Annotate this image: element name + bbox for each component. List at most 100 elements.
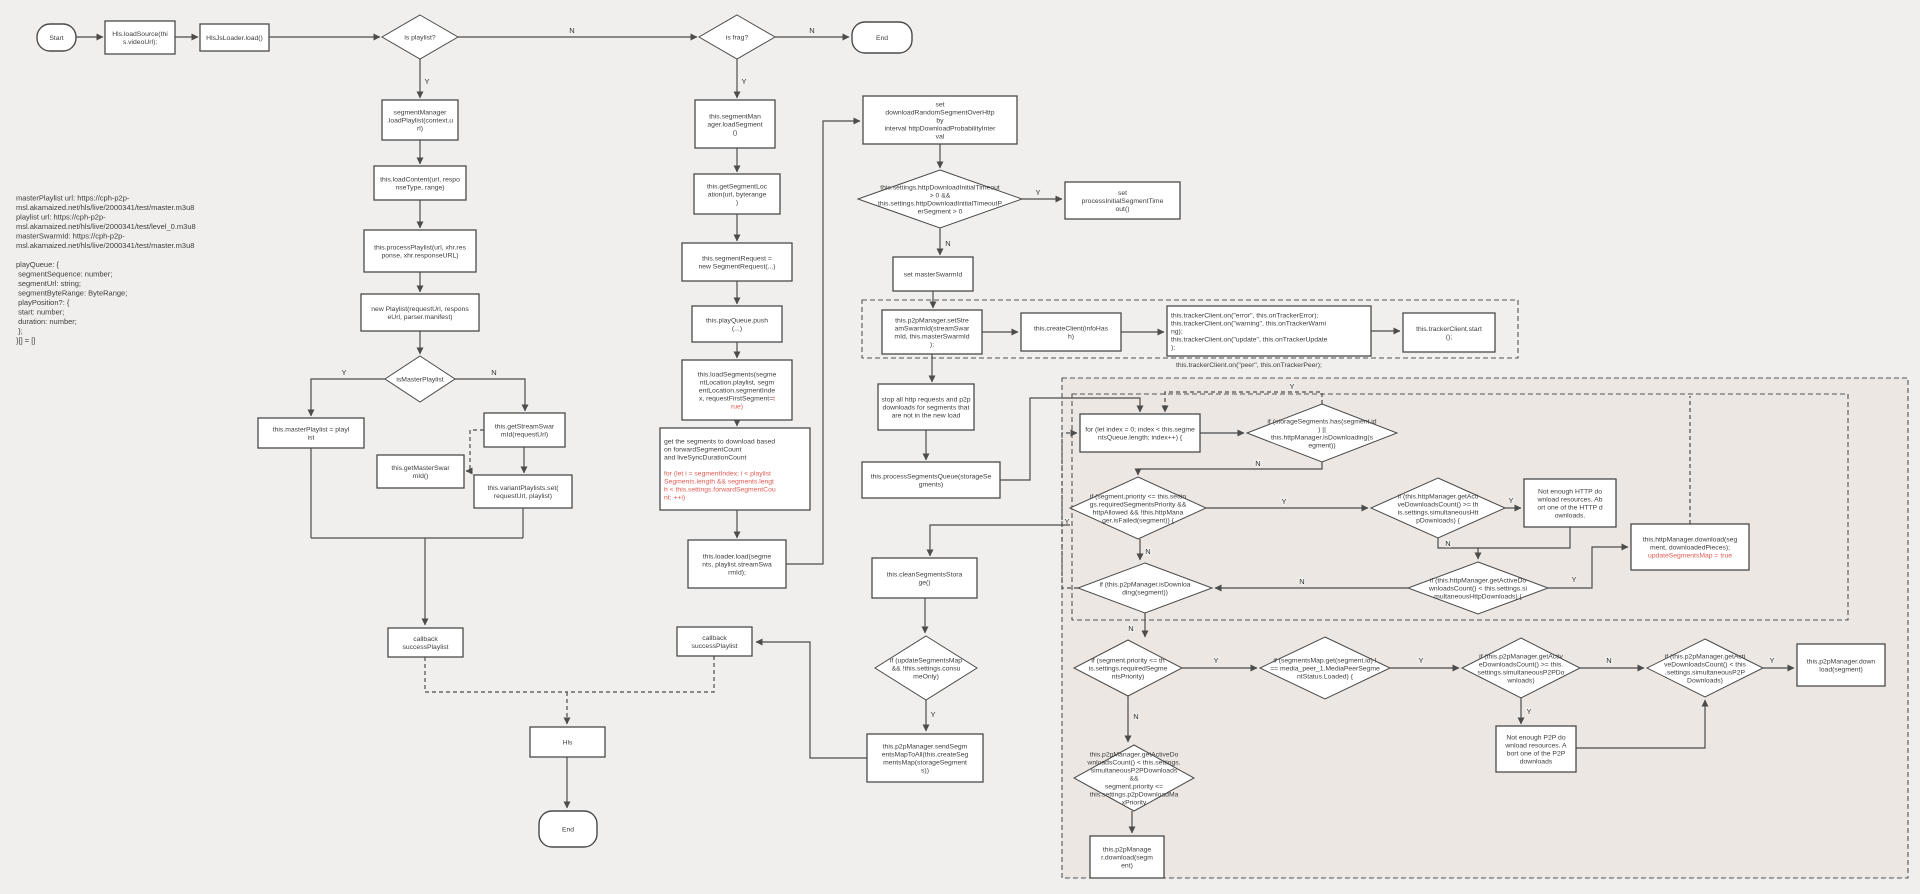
edge-label-has-y-loop: Y <box>1289 382 1294 391</box>
node-hls-node: Hls <box>529 726 606 758</box>
node-text-set-masterswarmid: set masterSwarmId <box>904 271 963 278</box>
edge-callback2-dash <box>567 656 715 693</box>
node-text-updatesegmentsmap-check: if (updateSegmentsMap&& !this.settings.c… <box>890 657 962 680</box>
node-storagesegments-has: if (storageSegments.has(segment.id) ||th… <box>1245 403 1399 463</box>
edge-label-geactive-y: Y <box>1508 496 1513 505</box>
node-is-playlist: is playlist? <box>381 14 459 60</box>
node-updatesegmentsmap-check: if (updateSegmentsMap&& !this.settings.c… <box>874 635 978 701</box>
edge-label-ismaster-y: Y <box>341 368 346 377</box>
edge-loopexit-clean <box>926 524 1070 557</box>
edge-label-timeout-y: Y <box>1035 188 1040 197</box>
region-tracker-setup <box>861 299 1519 359</box>
edge-notenoughp2p-p2plt <box>1576 699 1709 749</box>
edge-label-ltsim-y: Y <box>1571 575 1576 584</box>
node-playqueue-push: this.playQueue.push(...) <box>691 305 783 343</box>
node-text-storagesegments-has: if (storageSegments.has(segment.id) ||th… <box>1267 418 1376 449</box>
edge-label-isp2p-n: N <box>1128 624 1133 633</box>
node-text-variantplaylists-set: this.variantPlaylists.set(requestUrl, pl… <box>487 485 559 500</box>
edge-label-p2plt-y: Y <box>1769 656 1774 665</box>
node-trackerclient-on: this.trackerClient.on("error", this.onTr… <box>1166 305 1372 357</box>
edge-label-segmentsmap-y: Y <box>1418 656 1423 665</box>
edge-label-priority-y: Y <box>1281 497 1286 506</box>
node-start: Start <box>36 23 77 52</box>
node-end-bottom: End <box>538 810 598 848</box>
node-text-trackerclient-peer-overflow: this.trackerClient.on("peer", this.onTra… <box>1176 362 1322 369</box>
node-hlsjsloader-load: HlsJsLoader.load() <box>199 23 270 52</box>
edge-processq-forloop <box>1000 397 1144 481</box>
node-text-end-top: End <box>876 35 888 42</box>
edge-label-updcheck-y: Y <box>930 710 935 719</box>
region-segments-queue-outer <box>1061 377 1909 879</box>
node-segmentrequest: this.segmentRequest =new SegmentRequest(… <box>681 242 793 282</box>
node-text-segmentsmap-loaded: if (segmentsMap.get(segment.id) !== medi… <box>1270 657 1380 680</box>
node-timeout-check: this.settings.httpDownloadInitialTimeout… <box>856 169 1024 229</box>
edge-ltsim-y <box>1548 543 1629 589</box>
node-text-timeout-check: this.settings.httpDownloadInitialTimeout… <box>878 184 1003 215</box>
edge-ismaster-n <box>455 378 529 412</box>
edge-label-p2pge-y: Y <box>1526 707 1531 716</box>
edge-label-has-n: N <box>1255 459 1260 468</box>
node-text-trackerclient-on: this.trackerClient.on("error", this.onTr… <box>1171 312 1328 351</box>
node-segmentsmap-loaded: if (segmentsMap.get(segment.id) !== medi… <box>1258 636 1392 700</box>
edge-label-geactive-n: N <box>1445 539 1450 548</box>
node-text-hls-node: Hls <box>563 739 573 746</box>
node-text-annotation-note: masterPlaylist url: https://cph-p2p-msl.… <box>16 194 196 346</box>
edge-getstream-getmaster <box>465 429 484 475</box>
node-end-top: End <box>851 21 913 54</box>
edge-label-isfrag-n-end: N <box>809 26 814 35</box>
node-text-start: Start <box>49 35 63 42</box>
node-text-trackerclient-start: this.trackerClient.start(); <box>1416 326 1482 341</box>
node-annotation-note: masterPlaylist url: https://cph-p2p-msl.… <box>16 194 196 346</box>
node-set-masterswarmid: set masterSwarmId <box>892 256 974 292</box>
edge-send-callback2 <box>755 638 867 759</box>
edge-callback1-dash <box>424 657 567 693</box>
edge-ismaster-y <box>307 378 385 417</box>
edge-label-priority-n: N <box>1145 547 1150 556</box>
node-text-playqueue-push: this.playQueue.push(...) <box>706 317 768 332</box>
node-variantplaylists-set: this.variantPlaylists.set(requestUrl, pl… <box>473 474 573 509</box>
